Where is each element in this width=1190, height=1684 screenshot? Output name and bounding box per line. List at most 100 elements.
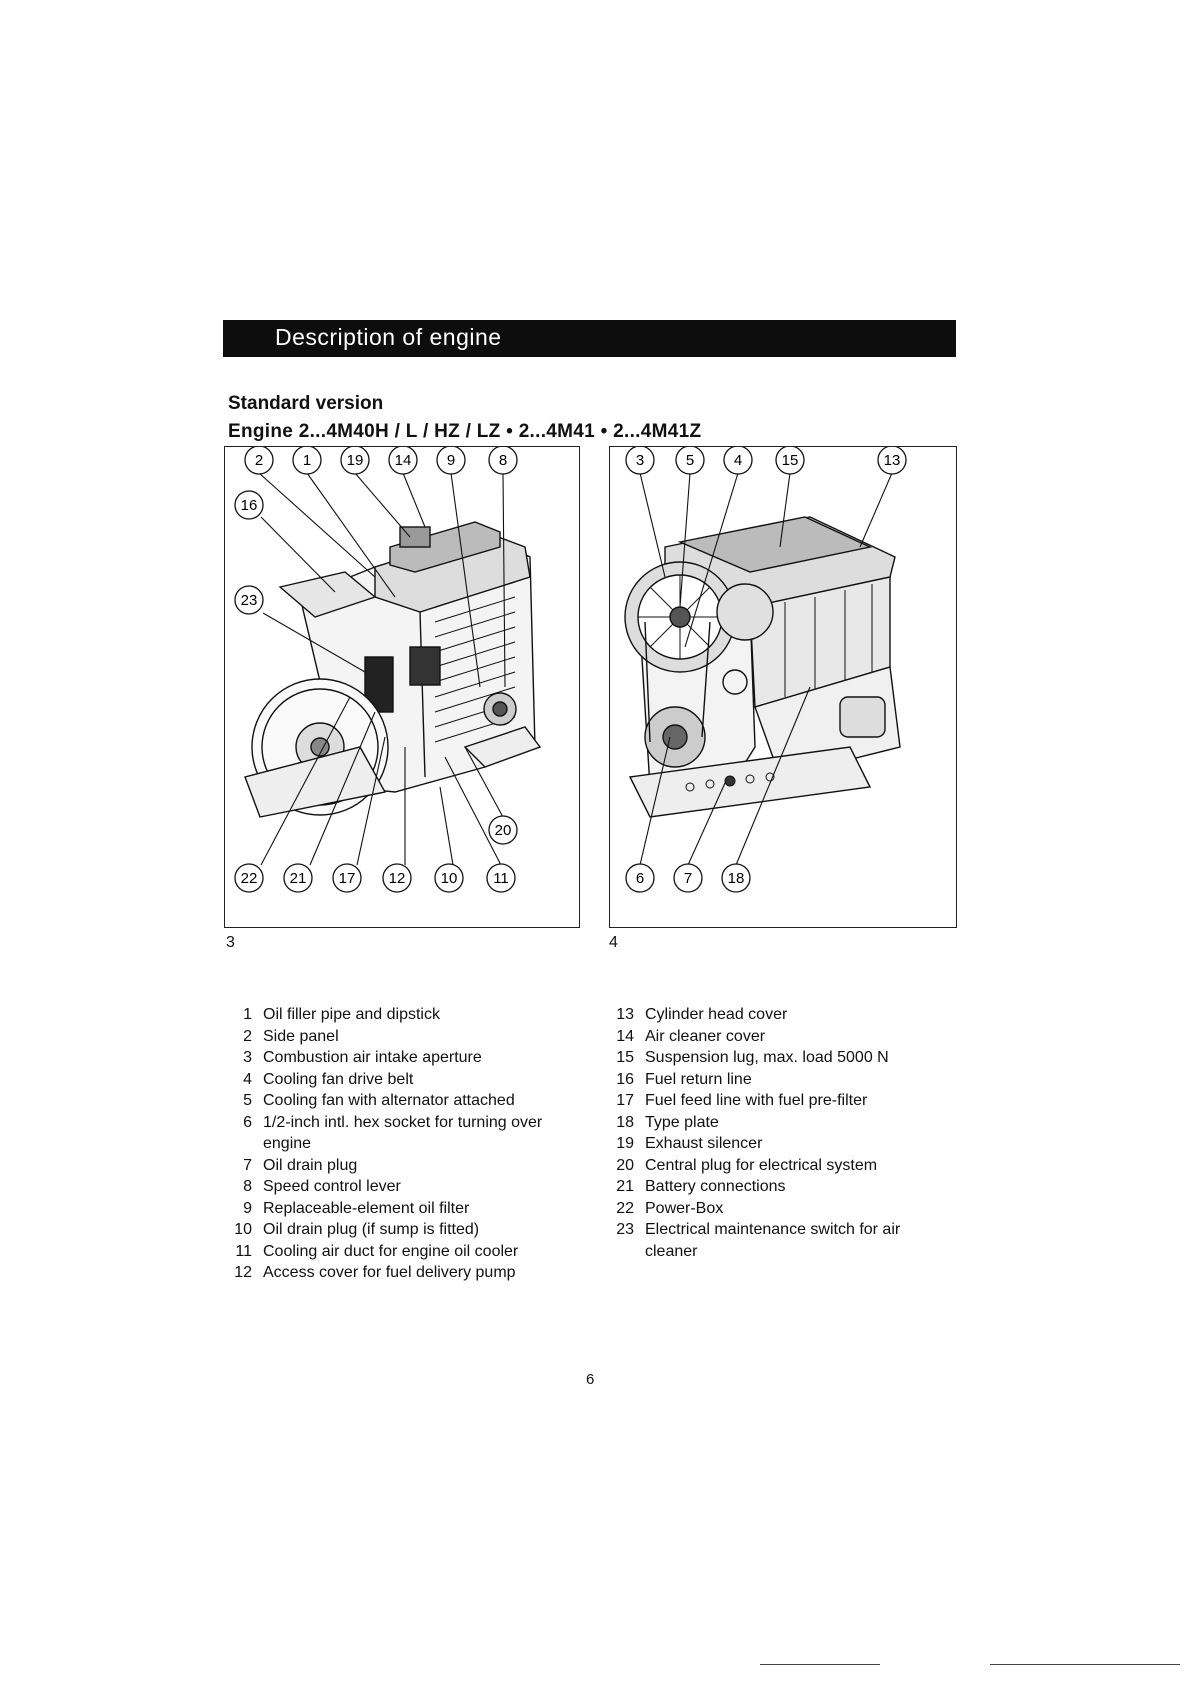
legend-item: 3 Combustion air intake aperture bbox=[222, 1047, 572, 1069]
callout-label-6: 6 bbox=[636, 870, 644, 887]
legend-number: 8 bbox=[243, 1178, 252, 1195]
legend-number: 19 bbox=[616, 1135, 634, 1152]
figure-3-caption: 3 bbox=[226, 934, 235, 951]
legend-number: 20 bbox=[616, 1156, 634, 1174]
callout-label-9: 9 bbox=[447, 452, 455, 469]
callout-16: 16 bbox=[234, 490, 264, 520]
callout-label-12: 12 bbox=[389, 870, 406, 887]
legend-text: Electrical maintenance switch for air cl… bbox=[645, 1221, 901, 1260]
legend-item: 17 Fuel feed line with fuel pre-filter bbox=[604, 1090, 934, 1112]
footer-rule-right bbox=[990, 1664, 1180, 1665]
legend-number: 2 bbox=[243, 1027, 252, 1045]
legend-number: 9 bbox=[243, 1199, 252, 1217]
callout-4: 4 bbox=[723, 447, 753, 475]
legend-text: Central plug for electrical system bbox=[645, 1156, 878, 1174]
engine-right-illustration: 3 5 4 15 13 6 7 18 bbox=[624, 447, 907, 893]
callout-15: 15 bbox=[775, 447, 805, 475]
legend-text: Speed control lever bbox=[263, 1178, 401, 1195]
legend-item: 23 Electrical maintenance switch for air … bbox=[604, 1219, 934, 1262]
legend-number: 10 bbox=[234, 1221, 252, 1238]
callout-10: 10 bbox=[434, 863, 464, 893]
callout-label-1: 1 bbox=[303, 452, 311, 469]
figure-4-engine-right-view: 3 5 4 15 13 6 7 18 bbox=[609, 446, 957, 928]
legend-number: 5 bbox=[243, 1092, 252, 1109]
legend-number: 16 bbox=[616, 1070, 634, 1088]
legend-item: 9 Replaceable-element oil filter bbox=[222, 1198, 572, 1220]
callout-label-8: 8 bbox=[499, 452, 507, 469]
subheading-version: Standard version bbox=[228, 393, 384, 414]
legend-item: 5 Cooling fan with alternator attached bbox=[222, 1090, 572, 1112]
callout-14: 14 bbox=[388, 447, 418, 475]
legend-item: 8 Speed control lever bbox=[222, 1176, 572, 1198]
legend-item: 21 Battery connections bbox=[604, 1176, 934, 1198]
callout-18: 18 bbox=[721, 863, 751, 893]
callout-12: 12 bbox=[382, 863, 412, 893]
callout-label-18: 18 bbox=[728, 870, 745, 887]
legend-item: 18 Type plate bbox=[604, 1112, 934, 1134]
legend-text: Battery connections bbox=[645, 1178, 786, 1195]
legend-text: Cylinder head cover bbox=[645, 1006, 788, 1023]
callout-label-23: 23 bbox=[241, 592, 258, 609]
callout-9: 9 bbox=[436, 447, 466, 475]
callout-label-15: 15 bbox=[782, 452, 799, 469]
figure-3-engine-left-view: 2 1 19 14 9 8 16 23 20 22 21 17 12 10 11 bbox=[224, 446, 580, 928]
callout-11: 11 bbox=[486, 863, 516, 893]
callout-7: 7 bbox=[673, 863, 703, 893]
callout-label-19: 19 bbox=[347, 452, 364, 469]
callout-label-22: 22 bbox=[241, 870, 258, 887]
legend-number: 15 bbox=[616, 1049, 634, 1066]
legend-number: 21 bbox=[616, 1178, 634, 1195]
legend-number: 14 bbox=[616, 1027, 634, 1045]
legend-text: Type plate bbox=[645, 1113, 719, 1131]
legend-number: 23 bbox=[616, 1221, 634, 1238]
legend-text: Fuel feed line with fuel pre-filter bbox=[645, 1092, 868, 1109]
callout-label-13: 13 bbox=[884, 452, 901, 469]
legend-text: Cooling fan with alternator attached bbox=[263, 1092, 515, 1109]
footer-rule-left bbox=[760, 1664, 880, 1665]
callout-label-7: 7 bbox=[684, 870, 692, 887]
legend-text: Combustion air intake aperture bbox=[263, 1049, 482, 1066]
callout-2: 2 bbox=[244, 447, 274, 475]
callout-20: 20 bbox=[488, 815, 518, 845]
legend-item: 2 Side panel bbox=[222, 1026, 572, 1048]
page-number: 6 bbox=[586, 1371, 595, 1388]
callout-label-16: 16 bbox=[241, 497, 258, 514]
callout-21: 21 bbox=[283, 863, 313, 893]
legend-number: 3 bbox=[243, 1049, 252, 1066]
legend-text: Fuel return line bbox=[645, 1070, 752, 1088]
legend-number: 12 bbox=[234, 1264, 252, 1281]
callout-label-14: 14 bbox=[395, 452, 412, 469]
callout-label-5: 5 bbox=[686, 452, 694, 469]
callout-label-4: 4 bbox=[734, 452, 742, 469]
legend-number: 13 bbox=[616, 1006, 634, 1023]
legend-item: 13 Cylinder head cover bbox=[604, 1004, 934, 1026]
legend-number: 17 bbox=[616, 1092, 634, 1109]
callout-label-11: 11 bbox=[493, 870, 509, 887]
callout-1: 1 bbox=[292, 447, 322, 475]
legend-text: Replaceable-element oil filter bbox=[263, 1199, 470, 1217]
section-title: Description of engine bbox=[275, 324, 502, 350]
callout-19: 19 bbox=[340, 447, 370, 475]
legend-number: 7 bbox=[243, 1156, 252, 1174]
legend-number: 18 bbox=[616, 1113, 634, 1131]
legend-text: Cooling air duct for engine oil cooler bbox=[263, 1242, 519, 1260]
legend-item: 19 Exhaust silencer bbox=[604, 1133, 934, 1155]
legend-text: Oil drain plug bbox=[263, 1156, 358, 1174]
engine-left-illustration: 2 1 19 14 9 8 16 23 20 22 21 17 12 10 11 bbox=[234, 447, 542, 893]
legend-text: Exhaust silencer bbox=[645, 1135, 763, 1152]
legend-text: Cooling fan drive belt bbox=[263, 1070, 414, 1088]
legend-item: 20 Central plug for electrical system bbox=[604, 1155, 934, 1177]
callout-3: 3 bbox=[625, 447, 655, 475]
figure-4-caption: 4 bbox=[609, 934, 618, 951]
callout-23: 23 bbox=[234, 585, 264, 615]
legend-text: Side panel bbox=[263, 1027, 339, 1045]
